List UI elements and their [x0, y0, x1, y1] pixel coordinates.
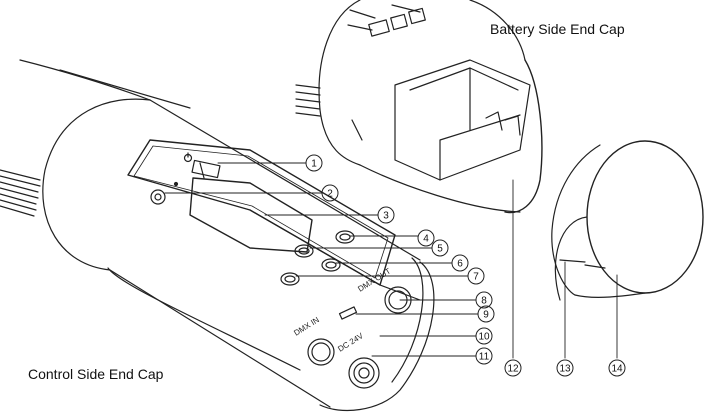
callout-4: 4	[423, 234, 429, 245]
battery-side-end-cap	[295, 0, 543, 214]
callout-12: 12	[507, 364, 519, 375]
callout-8: 8	[481, 296, 487, 307]
control-side-body	[0, 59, 435, 411]
callout-9: 9	[483, 310, 489, 321]
callout-circles	[305, 154, 626, 377]
callout-10: 10	[478, 332, 490, 343]
callout-3: 3	[383, 211, 389, 222]
control-side-caption: Control Side End Cap	[28, 366, 164, 382]
callout-7: 7	[473, 272, 479, 283]
callout-2: 2	[327, 189, 333, 200]
dc-label: DC 24V	[336, 331, 365, 354]
callout-6: 6	[457, 259, 463, 270]
callout-14: 14	[611, 364, 623, 375]
round-end-cap	[551, 140, 704, 301]
dmx-in-label: DMX IN	[292, 315, 321, 338]
callout-5: 5	[437, 244, 443, 255]
leader-lines	[164, 162, 618, 359]
battery-side-caption: Battery Side End Cap	[490, 21, 625, 37]
callout-11: 11	[479, 352, 490, 363]
callout-13: 13	[559, 364, 571, 375]
callout-1: 1	[311, 159, 317, 170]
